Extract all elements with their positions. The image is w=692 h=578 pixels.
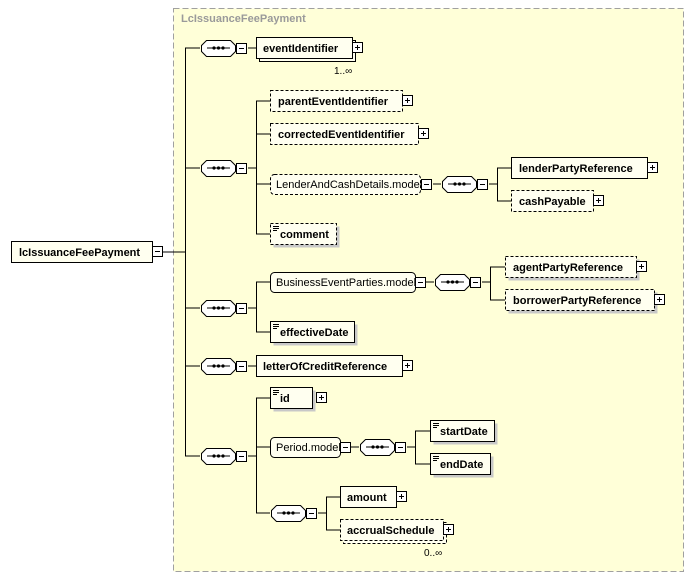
collapse-icon[interactable] [152, 246, 163, 257]
expand-icon[interactable] [654, 294, 665, 305]
element-amount[interactable]: amount [340, 486, 407, 508]
element-borrower-party-reference[interactable]: borrowerPartyReference [505, 289, 665, 314]
group-lender-and-cash-details[interactable]: LenderAndCashDetails.model [270, 174, 432, 195]
sequence-icon[interactable] [201, 160, 247, 177]
svg-text:id: id [280, 393, 290, 405]
expand-icon[interactable] [402, 360, 413, 371]
element-cash-payable[interactable]: cashPayable [511, 190, 604, 212]
element-id[interactable]: id [270, 387, 327, 412]
collapse-icon[interactable] [421, 179, 432, 190]
text-content-icon [273, 226, 279, 231]
sequence-icon[interactable] [201, 300, 247, 317]
element-accrual-schedule[interactable]: accrualSchedule [340, 519, 454, 544]
expand-icon[interactable] [396, 491, 407, 502]
sequence-icon[interactable] [442, 176, 488, 193]
svg-text:lcIssuanceFeePayment: lcIssuanceFeePayment [19, 247, 140, 259]
svg-text:Period.model: Period.model [276, 442, 341, 454]
svg-text:correctedEventIdentifier: correctedEventIdentifier [278, 129, 405, 141]
occurrence-label: 1..∞ [334, 66, 352, 77]
svg-text:effectiveDate: effectiveDate [280, 327, 348, 339]
expand-icon[interactable] [647, 162, 658, 173]
text-content-icon [273, 324, 279, 329]
svg-text:agentPartyReference: agentPartyReference [513, 262, 623, 274]
root-element[interactable]: lcIssuanceFeePayment [11, 241, 163, 263]
sequence-icon[interactable] [201, 358, 247, 375]
sequence-icon[interactable] [201, 448, 247, 465]
svg-text:amount: amount [347, 492, 387, 504]
sequence-icon[interactable] [360, 439, 406, 456]
svg-text:cashPayable: cashPayable [519, 196, 586, 208]
svg-text:endDate: endDate [440, 459, 483, 471]
expand-icon[interactable] [636, 261, 647, 272]
expand-icon[interactable] [418, 128, 429, 139]
sequence-icon[interactable] [201, 40, 247, 57]
svg-text:BusinessEventParties.model: BusinessEventParties.model [276, 277, 416, 289]
sequence-compositors [201, 40, 488, 522]
svg-text:comment: comment [280, 229, 329, 241]
expand-icon[interactable] [402, 95, 413, 106]
svg-text:startDate: startDate [440, 426, 488, 438]
element-comment[interactable]: comment [270, 223, 340, 248]
expand-icon[interactable] [352, 42, 363, 53]
occurrence-label: 0..∞ [424, 548, 442, 559]
element-start-date[interactable]: startDate [430, 420, 498, 445]
collapse-icon[interactable] [340, 442, 351, 453]
complex-type-title: LcIssuanceFeePayment [181, 13, 306, 25]
expand-icon[interactable] [443, 524, 454, 535]
element-event-identifier[interactable]: eventIdentifier [256, 37, 363, 62]
sequence-icon[interactable] [271, 505, 317, 522]
element-effective-date[interactable]: effectiveDate [270, 321, 358, 346]
sequence-icon[interactable] [435, 274, 481, 291]
group-business-event-parties[interactable]: BusinessEventParties.model [270, 272, 426, 293]
expand-icon[interactable] [593, 195, 604, 206]
group-period-model[interactable]: Period.model [270, 437, 351, 458]
svg-text:lenderPartyReference: lenderPartyReference [519, 163, 633, 175]
element-agent-party-reference[interactable]: agentPartyReference [505, 256, 647, 281]
svg-text:letterOfCreditReference: letterOfCreditReference [263, 361, 387, 373]
svg-text:borrowerPartyReference: borrowerPartyReference [513, 295, 641, 307]
svg-text:LenderAndCashDetails.model: LenderAndCashDetails.model [276, 179, 422, 191]
collapse-icon[interactable] [415, 277, 426, 288]
text-content-icon [273, 390, 279, 395]
svg-text:parentEventIdentifier: parentEventIdentifier [278, 96, 389, 108]
svg-text:eventIdentifier: eventIdentifier [263, 43, 339, 55]
element-lender-party-reference[interactable]: lenderPartyReference [511, 157, 658, 179]
text-content-icon [433, 456, 439, 461]
element-end-date[interactable]: endDate [430, 453, 494, 478]
element-letter-of-credit-reference[interactable]: letterOfCreditReference [256, 355, 413, 377]
svg-text:accrualSchedule: accrualSchedule [347, 525, 434, 537]
element-parent-event-identifier[interactable]: parentEventIdentifier [270, 90, 413, 112]
element-corrected-event-identifier[interactable]: correctedEventIdentifier [270, 123, 429, 145]
expand-icon[interactable] [316, 392, 327, 403]
connector-lines [163, 47, 511, 531]
text-content-icon [433, 423, 439, 428]
